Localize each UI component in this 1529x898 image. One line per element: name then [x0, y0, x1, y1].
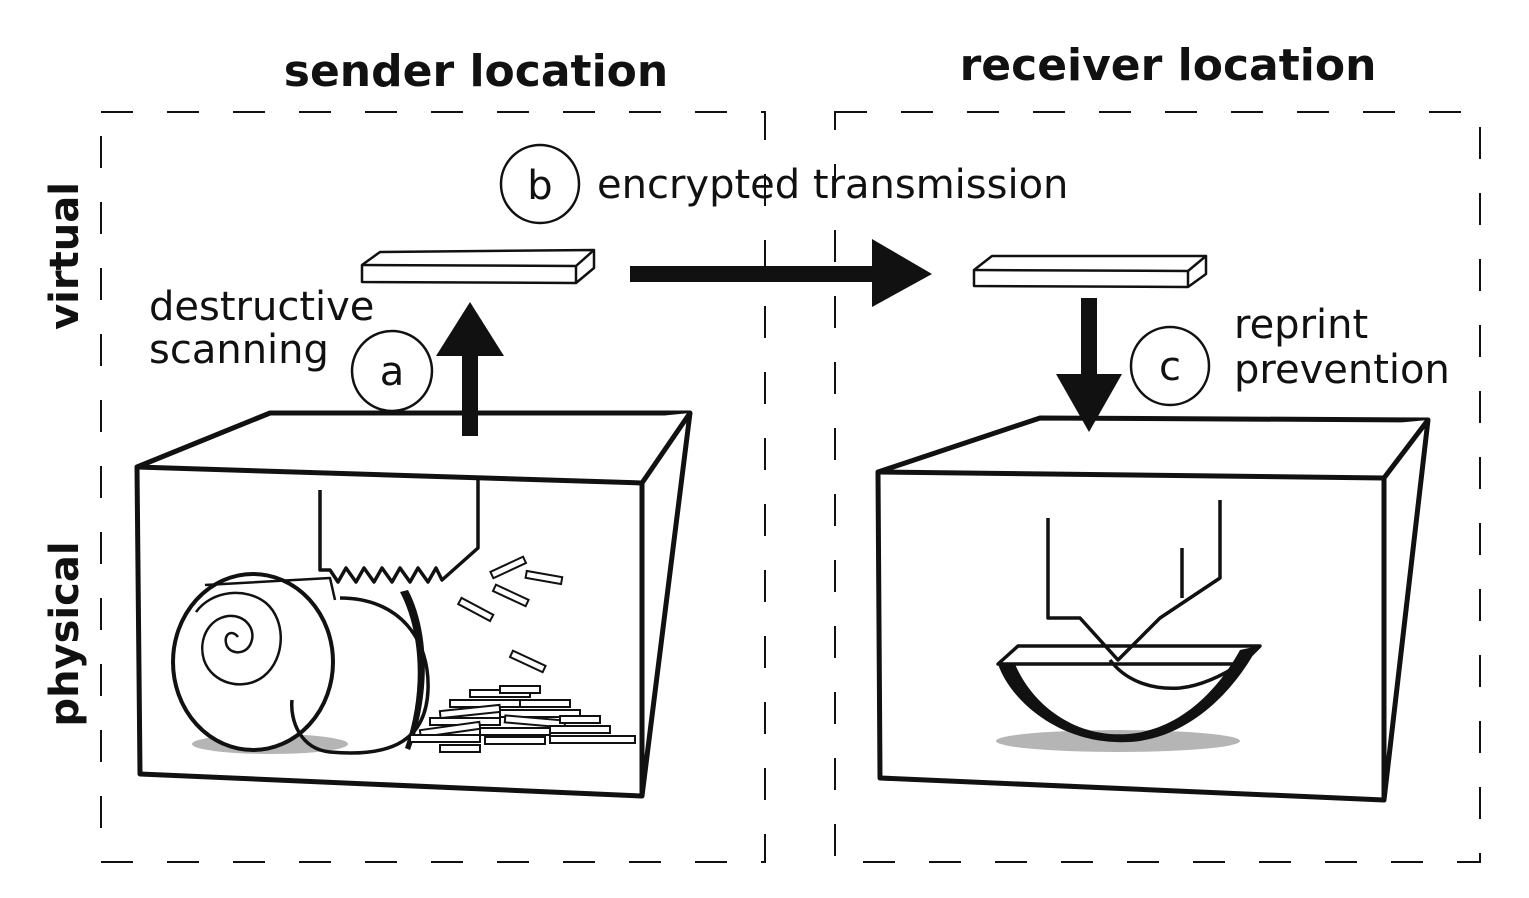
flying-chips	[456, 555, 564, 674]
chip-pile	[409, 685, 636, 753]
printed-object	[996, 644, 1262, 743]
step-a-marker	[350, 329, 434, 413]
step-b-marker	[499, 143, 581, 225]
step-b: b encrypted transmission	[499, 143, 1068, 225]
step-a-marker-letter: a	[380, 349, 405, 395]
step-b-marker-letter: b	[527, 163, 552, 209]
sender-location-frame	[100, 111, 766, 863]
physical-row-label: physical	[42, 541, 88, 726]
cutting-blade	[318, 478, 480, 584]
step-b-label: encrypted transmission	[597, 162, 1068, 208]
receiver-location-frame	[834, 111, 1481, 863]
scan-up-arrow	[436, 302, 504, 436]
step-a: a destructive scanning	[149, 284, 434, 413]
step-c-marker-letter: c	[1159, 344, 1181, 390]
step-c: c reprint prevention	[1129, 302, 1450, 407]
step-c-label-line1: reprint	[1234, 302, 1368, 348]
step-c-marker	[1129, 325, 1211, 407]
virtual-row-label: virtual	[42, 182, 88, 330]
step-a-label-line1: destructive	[149, 284, 374, 330]
receiver-physical-box	[875, 415, 1431, 803]
sender-digital-file	[360, 248, 596, 285]
receiver-location-header: receiver location	[960, 40, 1377, 91]
transmission-arrow	[630, 239, 932, 307]
print-nozzle	[1046, 500, 1222, 662]
sender-location-header: sender location	[284, 46, 668, 97]
shell-object	[171, 572, 430, 755]
step-c-label-line2: prevention	[1234, 347, 1450, 393]
reprint-down-arrow	[1056, 298, 1122, 432]
receiver-digital-file	[972, 254, 1208, 289]
step-a-label-line2: scanning	[149, 327, 329, 373]
